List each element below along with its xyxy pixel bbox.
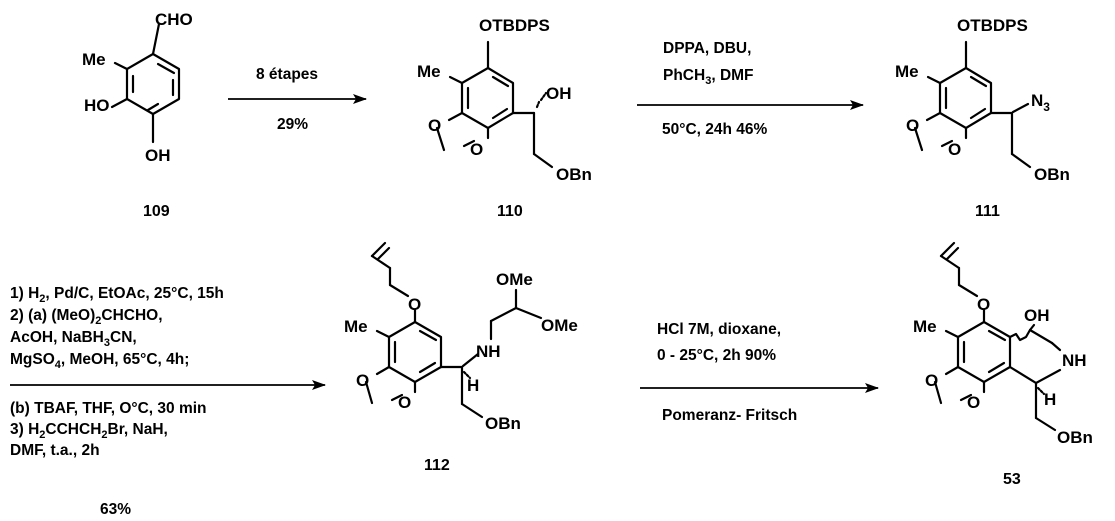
hydrogen-label: H [1044,390,1056,409]
amine-label: NH [1062,351,1087,370]
step-yield: 63% [100,501,131,518]
compound-number: 110 [497,203,523,220]
compound-111: OTBDPS Me O O N3 OBn 111 [895,16,1070,220]
step-conditions: 8 étapes [256,66,318,83]
azide-label: N3 [1031,91,1050,114]
methyl-label: Me [913,317,937,336]
benzyl-ether-label: OBn [485,414,521,433]
compound-110: OTBDPS Me O O OH OBn 110 [417,16,592,220]
compound-111-bonds [913,40,1032,169]
step-conditions: HCl 7M, dioxane, [657,321,781,338]
step-yield: 29% [277,116,308,133]
dioxole-oxygen-label: O [906,116,919,135]
silyl-ether-label: OTBDPS [479,16,550,35]
methoxy-label: OMe [496,270,533,289]
reaction-step-2: DPPA, DBU, PhCH3, DMF 50°C, 24h 46% [637,40,864,138]
dioxole-oxygen-label: O [428,116,441,135]
step-conditions: AcOH, NaBH3CN, [10,329,137,349]
compound-number: 109 [143,203,170,220]
benzyl-ether-label: OBn [1034,165,1070,184]
compound-110-bonds [435,40,554,169]
hydroxyl-label: OH [546,84,572,103]
benzyl-ether-label: OBn [556,165,592,184]
compound-53-bonds [933,241,1062,432]
methyl-label: Me [344,317,368,336]
compound-number: 111 [975,203,1000,220]
compound-number: 53 [1003,471,1021,488]
step-conditions: MgSO4, MeOH, 65°C, 4h; [10,351,189,371]
compound-109-bonds [110,22,181,144]
dioxole-oxygen-label: O [356,371,369,390]
silyl-ether-label: OTBDPS [957,16,1028,35]
dioxole-oxygen-label: O [398,393,411,412]
step-conditions: 50°C, 24h 46% [662,121,768,138]
compound-112-bonds [364,241,543,419]
step-conditions: 1) H2, Pd/C, EtOAc, 25°C, 15h [10,285,224,305]
dioxole-oxygen-label: O [967,393,980,412]
reaction-step-1: 8 étapes 29% [228,66,367,133]
dioxole-oxygen-label: O [925,371,938,390]
step-conditions: 0 - 25°C, 2h 90% [657,347,776,364]
compound-53: O Me O O OH NH H OBn 53 [913,241,1093,488]
methoxy-label: OMe [541,316,578,335]
reaction-step-4: HCl 7M, dioxane, 0 - 25°C, 2h 90% Pomera… [640,321,879,424]
allyl-ether-oxygen-label: O [408,295,421,314]
methyl-label: Me [82,50,106,69]
compound-number: 112 [424,457,450,474]
hydroxyl-label: OH [1024,306,1050,325]
step-conditions: (b) TBAF, THF, O°C, 30 min [10,400,207,417]
hydrogen-label: H [467,376,479,395]
dioxole-oxygen-label: O [948,140,961,159]
methyl-label: Me [417,62,441,81]
step-conditions: DMF, t.a., 2h [10,442,100,459]
step-conditions: 2) (a) (MeO)2CHCHO, [10,307,163,327]
step-conditions: PhCH3, DMF [663,67,754,87]
step-conditions: 3) H2CCHCH2Br, NaH, [10,421,168,441]
hydroxyl-label: OH [145,146,171,165]
methyl-label: Me [895,62,919,81]
reaction-step-3: 1) H2, Pd/C, EtOAc, 25°C, 15h 2) (a) (Me… [10,285,326,518]
benzyl-ether-label: OBn [1057,428,1093,447]
compound-112: O Me O O OMe OMe NH H OBn 112 [344,241,578,474]
reaction-name: Pomeranz- Fritsch [662,407,797,424]
step-conditions: DPPA, DBU, [663,40,751,57]
amine-label: NH [476,342,501,361]
allyl-ether-oxygen-label: O [977,295,990,314]
hydroxyl-label: HO [84,96,110,115]
aldehyde-label: CHO [155,10,193,29]
compound-109: CHO Me HO OH 109 [82,10,193,220]
dioxole-oxygen-label: O [470,140,483,159]
